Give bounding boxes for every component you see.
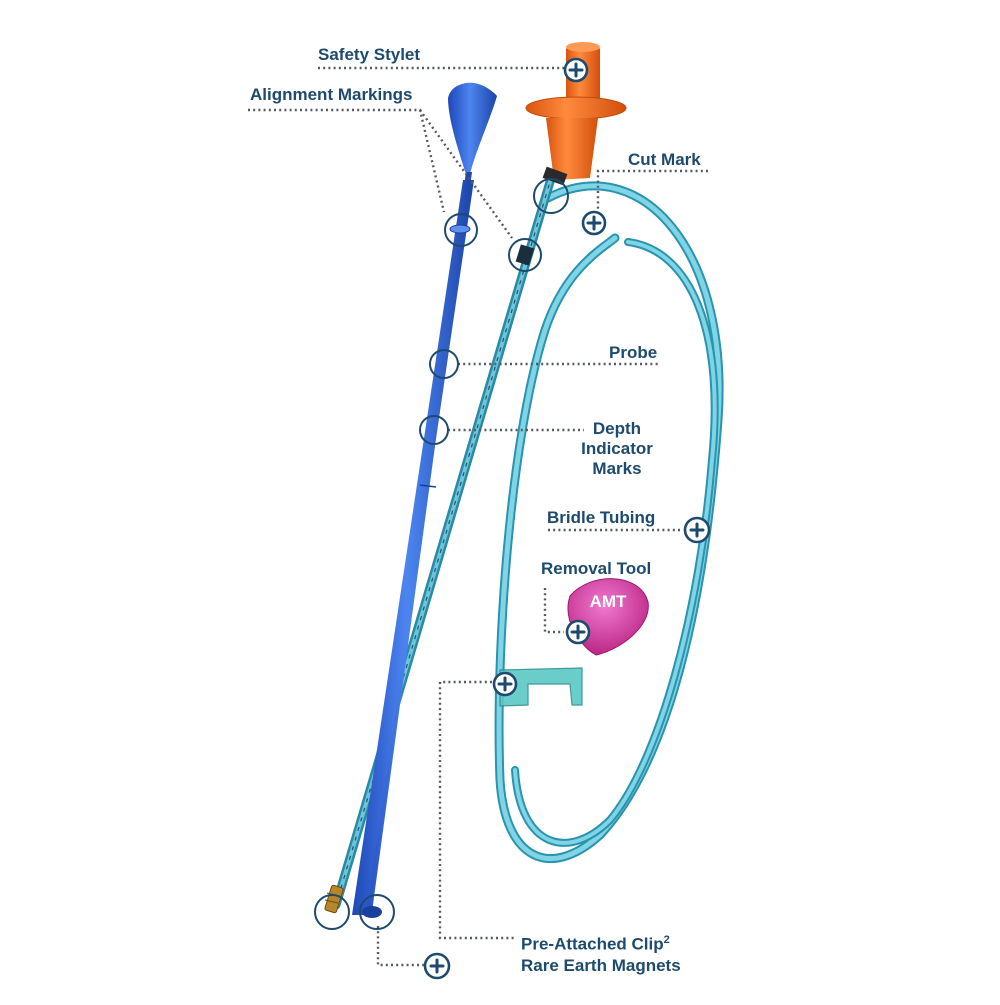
- highlight-ring-icon: [508, 238, 542, 272]
- highlight-ring-icon: [444, 213, 478, 247]
- label-depth-line1: Depth: [592, 419, 642, 438]
- label-pre-attached-clip-footnote: 2: [663, 934, 670, 946]
- highlight-ring-icon: [429, 349, 459, 379]
- plus-circle-icon: [581, 210, 607, 236]
- label-cut-mark: Cut Mark: [628, 150, 701, 169]
- plus-circle-icon: [563, 57, 589, 83]
- leader-lines: [248, 66, 708, 967]
- bridle-tubing: [494, 181, 724, 864]
- plus-circle-icon: [565, 619, 591, 645]
- label-depth-line2: Indicator: [581, 439, 653, 458]
- probe-device: [352, 82, 497, 918]
- highlight-ring-icon: [359, 894, 395, 930]
- highlight-rings: [314, 178, 569, 930]
- leader-alignment-2: [419, 109, 513, 239]
- removal-tool-logo: AMT: [590, 592, 627, 611]
- plus-circle-icon: [423, 952, 451, 980]
- leader-cut-mark: [596, 169, 708, 210]
- label-rare-earth-magnets: Rare Earth Magnets: [521, 956, 681, 975]
- highlight-ring-icon: [419, 415, 449, 445]
- highlight-ring-icon: [533, 178, 569, 214]
- alignment-mark-stylet: [515, 244, 535, 266]
- label-pre-attached-clip-text: Pre-Attached Clip: [521, 934, 664, 954]
- leader-rare-earth-magnets: [376, 926, 424, 967]
- magnet-connector: [324, 884, 344, 914]
- leader-pre-attached-clip: [438, 680, 516, 940]
- label-depth-indicator-marks: Depth Indicator Marks: [574, 419, 660, 479]
- label-pre-attached-clip: Pre-Attached Clip2: [521, 930, 670, 955]
- label-safety-stylet: Safety Stylet: [318, 45, 421, 64]
- plus-circle-icon: [683, 516, 711, 544]
- label-probe: Probe: [609, 343, 658, 362]
- leader-removal-tool: [543, 588, 564, 634]
- plus-circle-icon: [492, 671, 518, 697]
- pre-attached-clip: [499, 667, 583, 707]
- probe-funnel-handle: [448, 82, 497, 174]
- label-removal-tool: Removal Tool: [541, 559, 652, 578]
- label-depth-line3: Marks: [592, 459, 642, 478]
- highlight-ring-icon: [314, 894, 350, 930]
- label-alignment-markings: Alignment Markings: [250, 85, 413, 104]
- plus-icons: [423, 57, 711, 980]
- label-bridle-tubing: Bridle Tubing: [547, 508, 656, 527]
- leader-alignment-1: [248, 108, 446, 213]
